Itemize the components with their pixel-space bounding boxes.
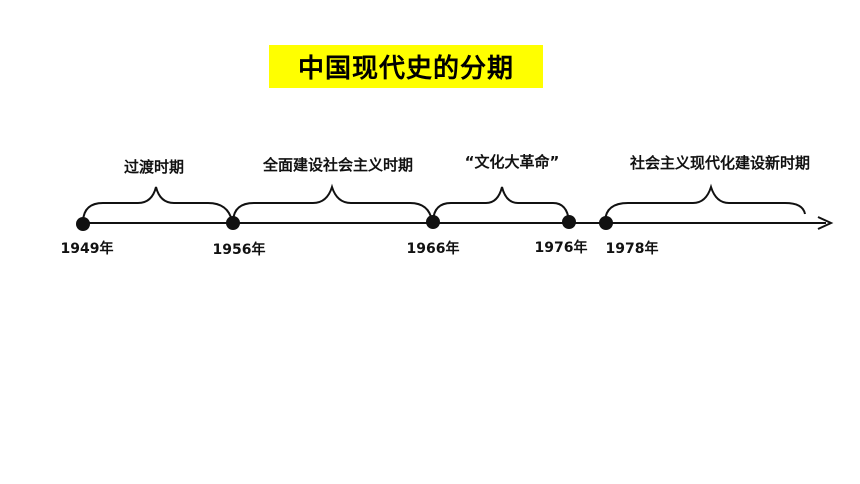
brace-transition-period [82,186,233,222]
brace-cultural-revolution-period [432,186,570,222]
year-dot-1978 [599,216,613,230]
year-dot-1949 [76,217,90,231]
period-label-modernization: 社会主义现代化建设新时期 [629,154,810,172]
year-dot-1966 [426,215,440,229]
brace-modernization-period [604,183,806,222]
page-title: 中国现代史的分期 [297,54,514,84]
period-label-transition: 过渡时期 [124,158,184,176]
title-banner: 中国现代史的分期 [269,45,543,88]
year-label-1956: 1956年 [213,241,266,258]
period-label-cultural-revolution: “文化大革命” [465,153,560,171]
year-label-1949: 1949年 [61,240,114,257]
brace-socialist-construction-period [232,183,433,222]
year-label-1978: 1978年 [606,240,659,257]
year-label-1976: 1976年 [535,239,588,256]
year-dot-1976 [562,215,576,229]
year-dot-1956 [226,216,240,230]
period-label-socialist-construction: 全面建设社会主义时期 [262,156,413,174]
timeline-arrowhead [817,216,834,230]
year-label-1966: 1966年 [407,240,460,257]
